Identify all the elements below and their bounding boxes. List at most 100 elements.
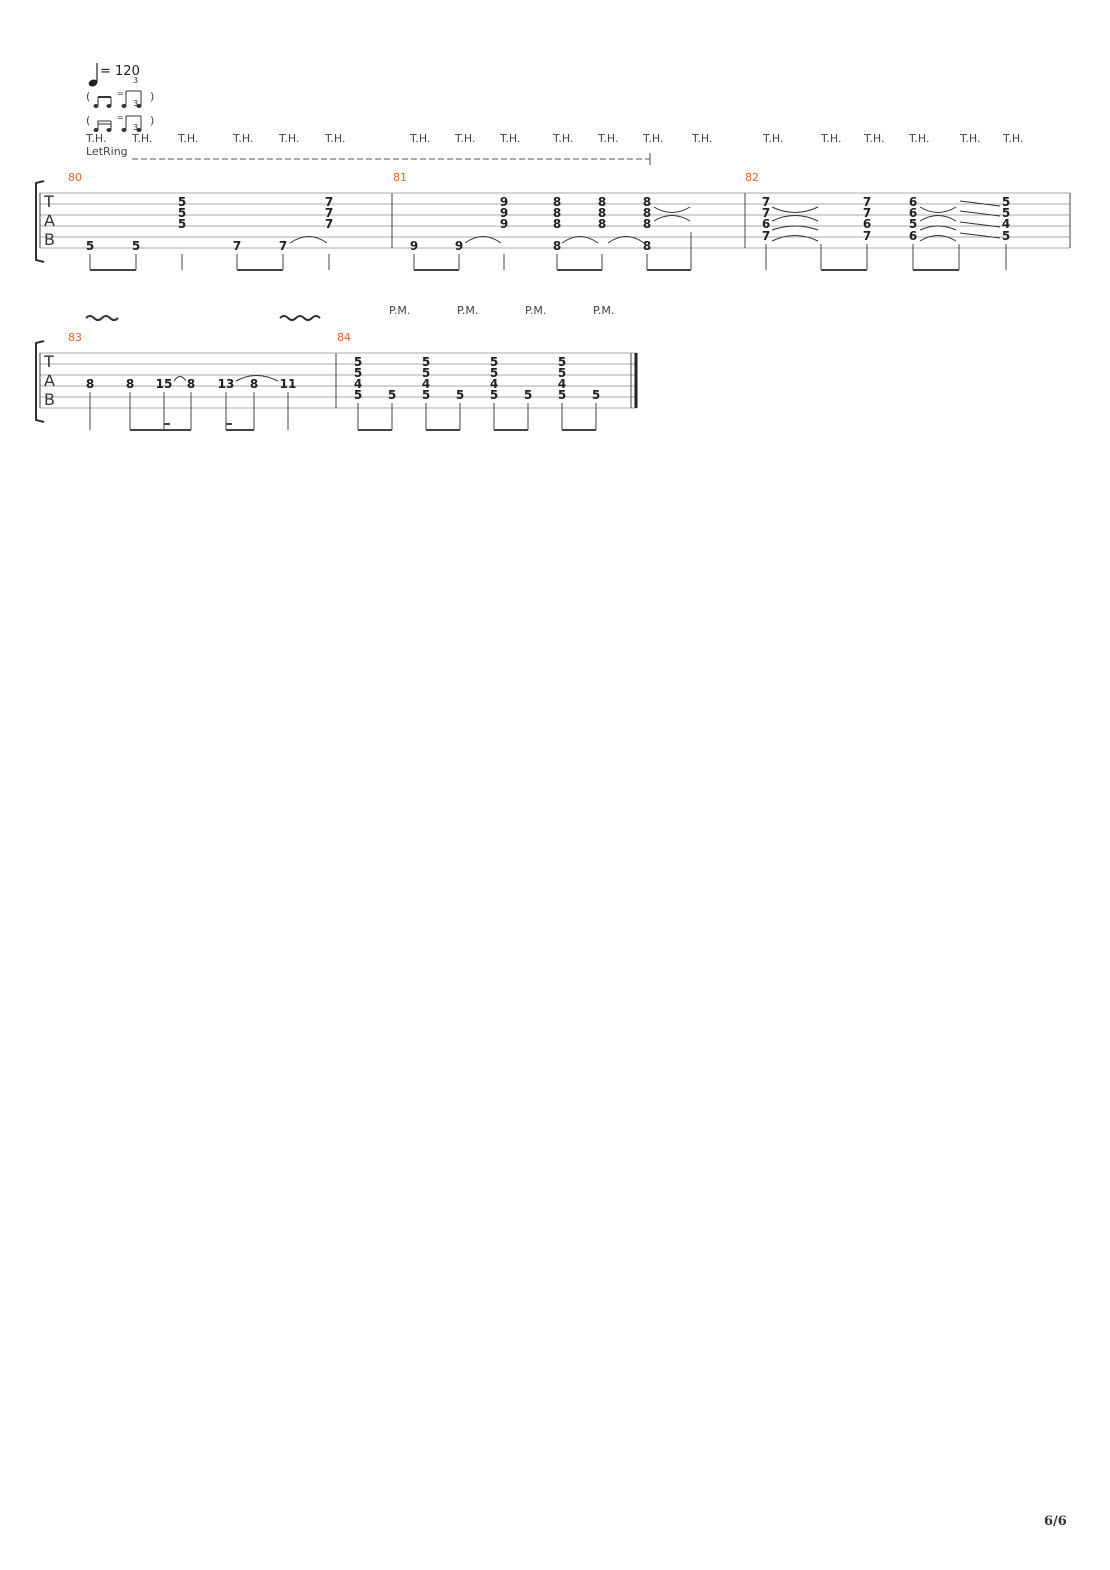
page-number: 6/6 (1044, 1514, 1067, 1529)
tie-arc (235, 375, 279, 382)
bar-80-rhythm (89, 254, 330, 271)
fret-number: 5 (490, 366, 498, 380)
fret-number: 8 (643, 195, 651, 209)
palm-mute-label: P.M. (457, 304, 478, 317)
fret-number: 5 (524, 388, 532, 402)
vibrato-mark (85, 315, 119, 321)
fret-number: 7 (762, 195, 770, 209)
tapped-harmonic-label: T.H. (278, 132, 300, 145)
fret-number: 5 (558, 388, 566, 402)
tapped-harmonic-label: T.H. (552, 132, 574, 145)
fret-number: 7 (762, 206, 770, 220)
fret-number: 5 (558, 366, 566, 380)
bar-84-notes: 5 5 4 5 5 5 5 4 5 5 5 5 4 5 5 5 5 4 5 5 (354, 355, 600, 402)
bar-number: 84 (337, 331, 351, 344)
tapped-harmonic-label: T.H. (85, 132, 107, 145)
tapped-harmonic-label: T.H. (820, 132, 842, 145)
tab-clef-t: T (43, 352, 54, 371)
fret-number: 5 (388, 388, 396, 402)
fret-number: 4 (422, 377, 430, 391)
tapped-harmonic-markers: T.H. T.H. T.H. T.H. T.H. T.H. T.H. T.H. T.H. T.H.… (85, 132, 1024, 145)
bar-82-rhythm (765, 244, 1007, 271)
bar-82-notes: 7 7 6 7 7 7 6 7 6 6 5 6 5 5 4 5 (762, 195, 1010, 243)
tab-clef-b: B (44, 390, 55, 409)
fret-number: 5 (490, 388, 498, 402)
bar-number: 80 (68, 171, 82, 184)
fret-number: 9 (500, 195, 508, 209)
palm-mute-label: P.M. (593, 304, 614, 317)
fret-number: 5 (558, 355, 566, 369)
fret-number: 7 (863, 195, 871, 209)
fret-number: 7 (325, 217, 333, 231)
tapped-harmonic-label: T.H. (908, 132, 930, 145)
fret-number: 4 (1002, 217, 1010, 231)
tapped-harmonic-label: T.H. (454, 132, 476, 145)
fret-number: 5 (354, 366, 362, 380)
fret-number: 4 (354, 377, 362, 391)
staff-lines (40, 352, 637, 409)
triplet-mark: 3 (133, 76, 138, 85)
fret-number: 8 (553, 195, 561, 209)
tie-arc (289, 236, 328, 244)
fret-number: 8 (553, 206, 561, 220)
crescendo-mark (771, 206, 819, 242)
fret-number: 7 (863, 229, 871, 243)
fret-number: 11 (280, 377, 297, 391)
fret-number: 8 (598, 195, 606, 209)
swing-row-2: ( (86, 114, 90, 127)
bar-number: 82 (745, 171, 759, 184)
fret-number: 4 (490, 377, 498, 391)
tapped-harmonic-label: T.H. (959, 132, 981, 145)
bar-81-notes: 9 9 9 9 9 8 8 8 8 8 8 8 8 8 8 8 (410, 195, 691, 253)
slide-line (959, 232, 1001, 239)
svg-text:=: = (117, 89, 124, 98)
tapped-harmonic-label: T.H. (597, 132, 619, 145)
fret-number: 7 (325, 195, 333, 209)
slide-line (959, 210, 1001, 217)
svg-text:): ) (150, 90, 154, 103)
tapped-harmonic-label: T.H. (324, 132, 346, 145)
tapped-harmonic-label: T.H. (232, 132, 254, 145)
tapped-harmonic-label: T.H. (177, 132, 199, 145)
bar-number: 81 (393, 171, 407, 184)
palm-mute-label: P.M. (525, 304, 546, 317)
tapped-harmonic-label: T.H. (499, 132, 521, 145)
tapped-harmonic-label: T.H. (642, 132, 664, 145)
tapped-harmonic-label: T.H. (691, 132, 713, 145)
fret-number: 5 (1002, 206, 1010, 220)
fret-number: 8 (553, 217, 561, 231)
fret-number: 8 (553, 239, 561, 253)
fret-number: 8 (126, 377, 134, 391)
bar-80-notes: 5 5 5 5 5 7 7 7 7 7 (86, 195, 333, 253)
fret-number: 8 (643, 206, 651, 220)
tapped-harmonic-label: T.H. (409, 132, 431, 145)
fret-number: 6 (863, 217, 871, 231)
fret-number: 5 (490, 355, 498, 369)
fret-number: 5 (132, 239, 140, 253)
fret-number: 9 (455, 239, 463, 253)
tie-arc (173, 376, 187, 382)
fret-number: 5 (178, 195, 186, 209)
tie-arc (464, 236, 502, 244)
system-bracket (35, 340, 45, 423)
tab-clef-a: A (44, 211, 55, 230)
fret-number: 5 (422, 366, 430, 380)
fret-number: 6 (909, 195, 917, 209)
fret-number: 13 (218, 377, 235, 391)
tapped-harmonic-label: T.H. (131, 132, 153, 145)
svg-text:): ) (150, 114, 154, 127)
fret-number: 9 (500, 217, 508, 231)
system-bracket (35, 180, 45, 263)
tapped-harmonic-label: T.H. (762, 132, 784, 145)
fret-number: 5 (354, 355, 362, 369)
fret-number: 8 (250, 377, 258, 391)
palm-mute-label: P.M. (389, 304, 410, 317)
fret-number: 5 (422, 355, 430, 369)
vibrato-mark (279, 315, 321, 321)
fret-number: 9 (410, 239, 418, 253)
fret-number: 8 (598, 217, 606, 231)
fret-number: 5 (178, 217, 186, 231)
tapped-harmonic-label: T.H. (1002, 132, 1024, 145)
fret-number: 5 (178, 206, 186, 220)
